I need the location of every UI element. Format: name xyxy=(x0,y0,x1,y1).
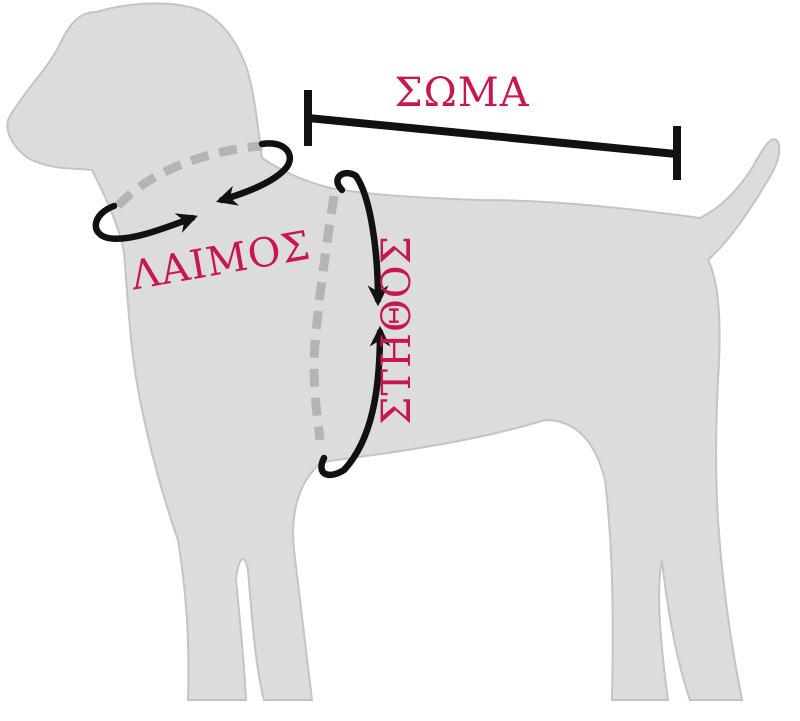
chest-arrow-top xyxy=(334,169,389,307)
chest-label: ΣΤΗΘΟΣ xyxy=(374,235,420,425)
neck-dashed-line xyxy=(114,141,263,210)
body-label: ΣΩΜΑ xyxy=(394,70,529,116)
chest-arrow-bottom xyxy=(318,325,391,479)
neck-arrow-top xyxy=(216,140,294,206)
chest-arrows xyxy=(318,169,391,479)
body-length-bar xyxy=(304,90,681,180)
dog-body-shape xyxy=(6,2,781,701)
neck-arrow-bottom xyxy=(92,202,198,242)
chest-dashed-line xyxy=(309,195,339,441)
dog-silhouette xyxy=(6,2,781,701)
neck-arrows xyxy=(92,140,294,242)
